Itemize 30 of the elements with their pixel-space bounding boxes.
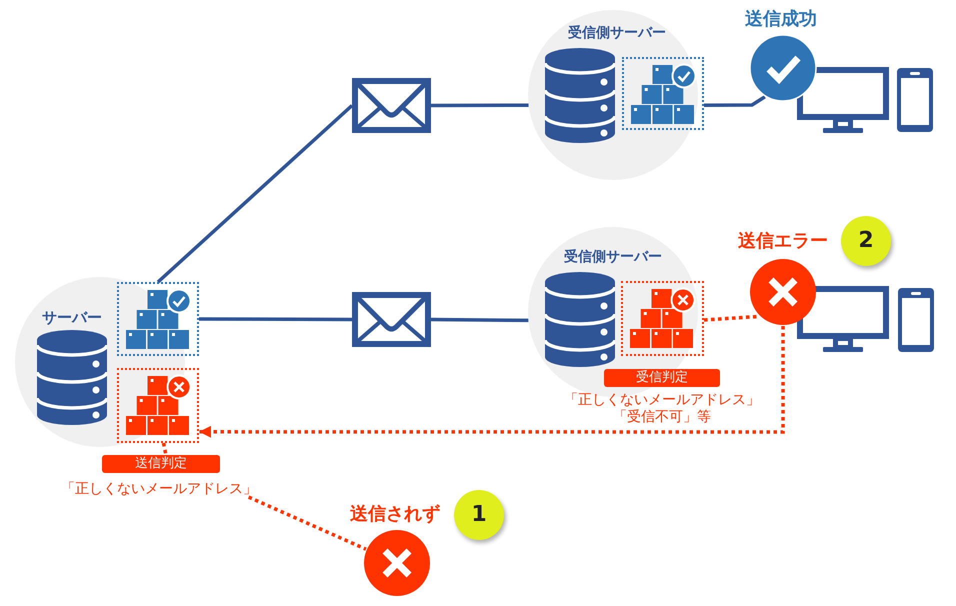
status-label: 送信されず bbox=[350, 504, 440, 526]
connector-line bbox=[156, 104, 354, 284]
reason-text: 「受信不可」等 bbox=[613, 408, 711, 426]
server-label: サーバー bbox=[42, 309, 102, 327]
reason-text: 「正しくないメールアドレス」 bbox=[564, 392, 760, 408]
envelope-icon bbox=[352, 78, 431, 133]
dotted-line bbox=[248, 496, 367, 551]
envelope-icon bbox=[352, 292, 431, 347]
connector-line bbox=[431, 103, 529, 108]
check-icon bbox=[749, 34, 817, 102]
cross-icon bbox=[363, 529, 431, 597]
cross-icon bbox=[749, 258, 817, 326]
connector-line bbox=[704, 95, 766, 107]
dotted-frame bbox=[117, 368, 199, 443]
step-number: 2 bbox=[841, 216, 891, 266]
dotted-frame bbox=[117, 282, 199, 356]
status-tag: 送信判定 bbox=[102, 455, 220, 473]
dotted-arrow bbox=[199, 326, 785, 438]
server-label: 受信側サーバー bbox=[568, 24, 666, 42]
status-label: 送信エラー bbox=[738, 232, 828, 252]
dotted-line bbox=[162, 442, 168, 456]
status-label: 送信成功 bbox=[745, 10, 817, 30]
dotted-frame bbox=[621, 281, 704, 356]
dotted-frame bbox=[622, 57, 704, 130]
reason-text: 「正しくないメールアドレス」 bbox=[61, 480, 257, 498]
status-tag: 受信判定 bbox=[604, 369, 720, 387]
server-label: 受信側サーバー bbox=[564, 248, 662, 266]
connector-line bbox=[199, 317, 352, 322]
step-number: 1 bbox=[454, 490, 504, 540]
connector-line bbox=[430, 318, 528, 322]
